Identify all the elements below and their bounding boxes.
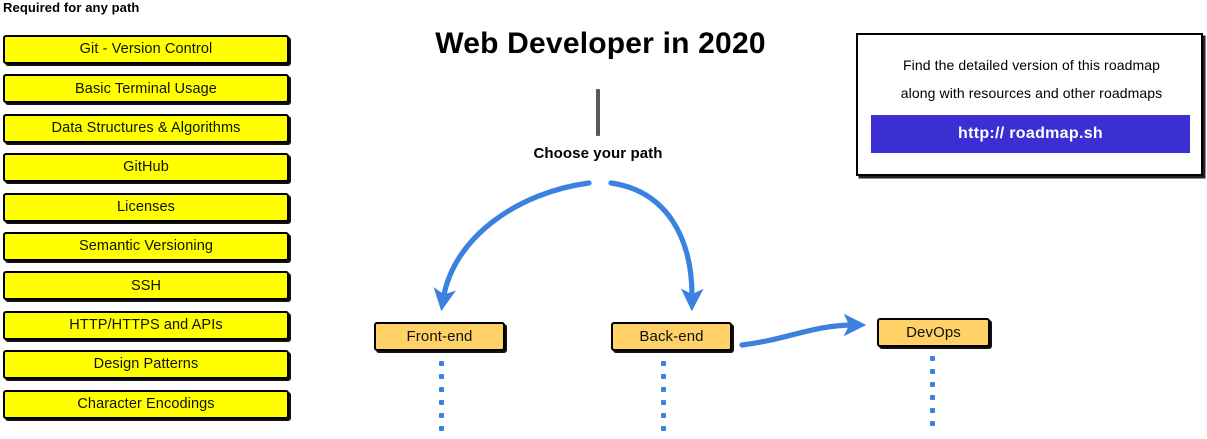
skill-box[interactable]: Licenses <box>3 192 289 222</box>
skill-box[interactable]: Semantic Versioning <box>3 231 289 261</box>
dotted-trail-front-end <box>439 361 444 439</box>
roadmap-url-label: http:// roadmap.sh <box>958 125 1103 142</box>
skill-label: Data Structures & Algorithms <box>51 120 241 137</box>
skill-label: Git - Version Control <box>79 41 213 58</box>
path-label: DevOps <box>906 324 961 341</box>
path-label: Front-end <box>406 328 473 345</box>
info-card: Find the detailed version of this roadma… <box>856 33 1203 176</box>
required-skills-list: Git - Version Control Basic Terminal Usa… <box>3 35 289 429</box>
choose-your-path-label: Choose your path <box>533 145 663 162</box>
skill-box[interactable]: SSH <box>3 271 289 301</box>
dotted-trail-devops <box>930 356 935 434</box>
skill-box[interactable]: Data Structures & Algorithms <box>3 113 289 143</box>
skill-label: Semantic Versioning <box>78 238 214 255</box>
skill-label: GitHub <box>123 159 169 176</box>
skill-label: Basic Terminal Usage <box>75 80 217 97</box>
skill-label: HTTP/HTTPS and APIs <box>69 316 223 333</box>
page-title: Web Developer in 2020 <box>0 27 1207 61</box>
path-box-devops[interactable]: DevOps <box>877 318 990 347</box>
trunk-connector-line <box>596 89 600 136</box>
path-box-front-end[interactable]: Front-end <box>374 322 505 351</box>
skill-label: Licenses <box>116 198 176 215</box>
skill-box[interactable]: Basic Terminal Usage <box>3 74 289 104</box>
skill-label: SSH <box>130 277 162 294</box>
skill-label: Character Encodings <box>77 395 215 412</box>
arrow-to-backend <box>608 180 704 312</box>
skill-label: Design Patterns <box>93 356 199 373</box>
arrow-to-frontend <box>433 180 592 312</box>
arrow-backend-to-devops <box>739 313 867 348</box>
path-box-back-end[interactable]: Back-end <box>611 322 732 351</box>
skill-box[interactable]: GitHub <box>3 153 289 183</box>
roadmap-url-button[interactable]: http:// roadmap.sh <box>871 115 1190 153</box>
info-card-line-1: Find the detailed version of this roadma… <box>902 57 1161 73</box>
dotted-trail-back-end <box>661 361 666 439</box>
path-label: Back-end <box>639 328 704 345</box>
required-section-heading: Required for any path <box>3 0 140 15</box>
page-title-text: Web Developer in 2020 <box>435 27 766 60</box>
skill-box[interactable]: Git - Version Control <box>3 35 289 64</box>
info-card-line-2: along with resources and other roadmaps <box>900 85 1163 101</box>
skill-box[interactable]: Character Encodings <box>3 389 289 419</box>
skill-box[interactable]: HTTP/HTTPS and APIs <box>3 310 289 340</box>
skill-box[interactable]: Design Patterns <box>3 350 289 380</box>
